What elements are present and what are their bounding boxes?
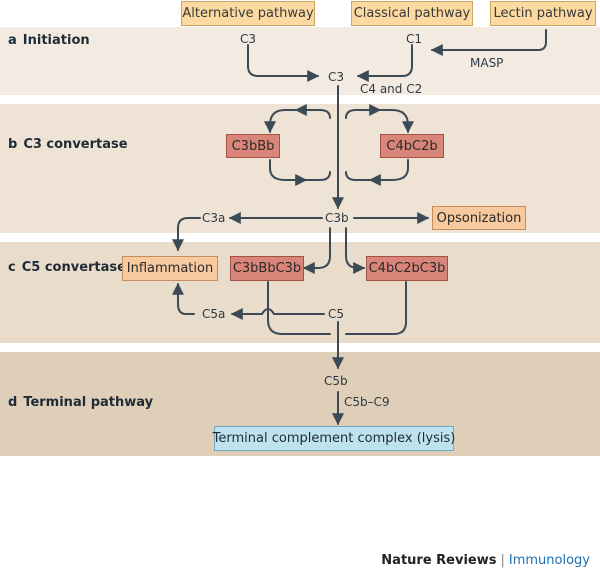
section-title: C3 convertase [23,137,128,152]
c1-label: C1 [406,32,423,46]
c5b-c9-label: C5b–C9 [344,395,390,409]
c3bbb-label: C3bBb [231,138,275,154]
lectin-pathway-label: Lectin pathway [493,6,593,21]
arrow-lectin-to-c1 [430,29,547,56]
arrow-c5-to-c5a [230,308,325,320]
c3bbbc3b-label: C3bBbC3b [232,261,302,276]
c3bbb-enzyme-box: C3bBb [226,134,280,158]
credit-separator: | [500,553,505,568]
inflammation-box: Inflammation [122,256,218,281]
terminal-complex-label: Terminal complement complex (lysis) [212,431,456,446]
arrow-c3a-to-inflammation [172,217,201,252]
loop-c4bc2b-bottom [345,159,409,181]
c3b-label: C3b [325,211,349,225]
section-title: Terminal pathway [23,395,154,410]
loop-c3bbb-top [264,109,331,134]
c4bc2b-enzyme-box: C4bC2b [380,134,444,158]
arrow-c1-to-center [356,44,413,82]
loop-c4bc2b-top [345,109,414,134]
opsonization-label: Opsonization [436,210,522,226]
section-band-initiation [0,27,600,95]
c5b-label: C5b [324,374,348,388]
c4bc2bc3b-enzyme-box: C4bC2bC3b [366,256,448,281]
arrow-c3b-to-c4bc2bc3b [345,227,366,274]
classical-pathway-box: Classical pathway [351,1,473,26]
section-title: Initiation [22,33,90,48]
section-letter: b [8,137,18,152]
loop-c3bbb-bottom [269,159,331,181]
arrow-c3-to-center [247,44,320,82]
publisher-credit: Nature Reviews|Immunology [381,553,590,568]
masp-label: MASP [470,56,504,70]
section-letter: c [8,260,16,275]
publisher-name: Nature Reviews [381,553,497,568]
c5-label: C5 [328,307,345,321]
alternative-pathway-label: Alternative pathway [182,6,314,21]
c4bc2bc3b-label: C4bC2bC3b [368,261,446,276]
lectin-pathway-box: Lectin pathway [490,1,596,26]
c4bc2b-label: C4bC2b [386,138,438,154]
section-label-initiation: a Initiation [8,33,90,48]
c3-center-label: C3 [328,70,345,84]
arrow-c5a-to-inflammation [172,282,195,315]
journal-name: Immunology [508,553,590,568]
section-label-terminal-pathway: d Terminal pathway [8,395,153,410]
c3-top-label: C3 [240,32,257,46]
c3a-label: C3a [202,211,226,225]
c4-c2-label: C4 and C2 [360,82,423,96]
c3bbbc3b-enzyme-box: C3bBbC3b [230,256,304,281]
terminal-complex-box: Terminal complement complex (lysis) [212,426,456,451]
inflammation-label: Inflammation [126,261,214,276]
alternative-pathway-box: Alternative pathway [181,1,315,26]
line-c3bbbc3b-down [267,281,331,335]
classical-pathway-label: Classical pathway [353,6,471,21]
section-label-c5-convertase: c C5 convertase [8,260,126,275]
arrow-c3b-to-c3bbbc3b [302,227,331,274]
c5a-label: C5a [202,307,226,321]
section-letter: d [8,395,18,410]
section-label-c3-convertase: b C3 convertase [8,137,128,152]
section-title: C5 convertase [21,260,126,275]
line-c4bc2bc3b-down [345,281,407,335]
section-letter: a [8,33,17,48]
opsonization-box: Opsonization [432,206,526,230]
